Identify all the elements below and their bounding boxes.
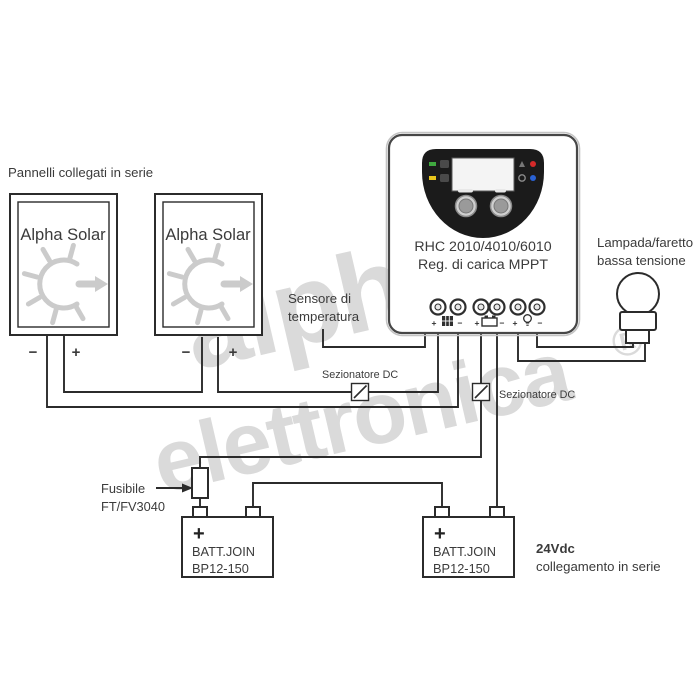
fuse-label-line2: FT/FV3040 — [101, 499, 165, 514]
wire-panel2-pos-to-controller — [217, 333, 439, 393]
panel1-label: Alpha Solar — [20, 226, 106, 244]
bank-voltage: 24Vdc — [536, 541, 575, 556]
controller-outer-edge — [385, 131, 581, 337]
load-minus-sign: − — [538, 318, 543, 328]
battery-2: + BATT.JOIN BP12-150 — [422, 506, 515, 578]
terminal-load-neg — [528, 298, 546, 316]
solar-panel-2: Alpha Solar − + — [154, 193, 263, 361]
load-status-icon — [519, 161, 525, 167]
bank-note: collegamento in serie — [536, 559, 661, 574]
solar-panel-1: Alpha Solar − + — [9, 193, 118, 361]
wire-temperature-sensor — [322, 329, 426, 348]
battery2-neg-terminal — [489, 506, 505, 518]
dc-disconnect-2-label: Sezionatore DC — [499, 389, 575, 401]
battery-plus-sign: + — [475, 318, 480, 328]
bulb-icon — [616, 272, 660, 344]
battery-icon — [481, 315, 498, 327]
pv-minus-sign: − — [458, 318, 463, 328]
panel2-minus-label: − — [182, 344, 191, 361]
sun-icon — [21, 242, 108, 326]
fuse-label-line1: Fusibile — [101, 481, 145, 496]
mode-status-icon — [518, 174, 526, 182]
lamp-label-line1: Lampada/faretto — [597, 235, 693, 250]
battery-minus-sign: − — [500, 318, 505, 328]
pv-plus-sign: + — [432, 318, 437, 328]
battery1-model: BP12-150 — [192, 561, 249, 576]
set-button-label — [495, 189, 506, 193]
terminal-load-pos — [509, 298, 527, 316]
battery2-plus-sign: + — [434, 523, 446, 545]
sun-icon — [166, 242, 253, 326]
panel1-minus-label: − — [29, 344, 38, 361]
controller-subtitle: Reg. di carica MPPT — [418, 257, 548, 273]
load-plus-sign: + — [513, 318, 518, 328]
red-led — [530, 161, 536, 167]
diagram-title: Pannelli collegati in serie — [8, 165, 153, 180]
terminal-battery-pos — [472, 298, 490, 316]
status-indicators — [429, 160, 536, 182]
fuse-pointer-arrowhead — [182, 483, 193, 493]
controller-terminals — [429, 298, 546, 316]
battery2-model: BP12-150 — [433, 561, 490, 576]
fuse-icon — [191, 467, 209, 499]
battery1-name: BATT.JOIN — [192, 544, 255, 559]
lamp-label-line2: bassa tensione — [597, 253, 686, 268]
dc-disconnect-1-label: Sezionatore DC — [322, 369, 398, 381]
dc-disconnect-1: Sezionatore DC — [322, 369, 398, 402]
panel2-label: Alpha Solar — [165, 226, 251, 244]
menu-button-cap — [458, 198, 474, 214]
menu-button-label — [458, 189, 473, 193]
green-led — [429, 162, 436, 166]
pv-status-icon — [440, 160, 449, 168]
dc-disconnect-2: Sezionatore DC — [471, 382, 575, 402]
bulb-icon — [523, 314, 532, 326]
battery1-plus-sign: + — [193, 523, 205, 545]
terminal-icons: + − + − + − — [432, 314, 543, 328]
wire-battery1-to-battery2-series — [252, 482, 443, 507]
lamp: Lampada/faretto bassa tensione — [597, 235, 693, 344]
controller-buttons — [454, 189, 513, 218]
controller-model: RHC 2010/4010/6010 — [414, 239, 551, 255]
battery-1: + BATT.JOIN BP12-150 — [181, 506, 274, 578]
blue-led — [530, 175, 536, 181]
bank-annotation: 24Vdc collegamento in serie — [536, 541, 661, 574]
battery2-body — [422, 516, 515, 578]
charge-controller: RHC 2010/4010/6010 Reg. di carica MPPT — [385, 131, 581, 337]
battery1-body — [181, 516, 274, 578]
temperature-sensor-label: Sensore di temperatura — [288, 291, 360, 324]
wire-panel1-pos-to-panel2-neg — [63, 335, 203, 393]
sensor-label-line2: temperatura — [288, 309, 360, 324]
set-button-cap — [493, 198, 509, 214]
solar-panel-icon — [442, 316, 453, 326]
lcd-display — [451, 157, 515, 192]
yellow-led — [429, 176, 436, 180]
fuse: Fusibile FT/FV3040 — [101, 467, 209, 514]
terminal-pv-pos — [429, 298, 447, 316]
battery1-neg-terminal — [245, 506, 261, 518]
panel2-plus-label: + — [229, 344, 238, 361]
wire-load-pos-to-lamp — [517, 333, 646, 362]
battery2-name: BATT.JOIN — [433, 544, 496, 559]
battery-status-icon — [440, 174, 449, 182]
dc-switch-blade — [474, 384, 489, 399]
dc-switch-blade — [353, 384, 368, 399]
battery1-pos-terminal — [192, 506, 208, 518]
wire-load-neg-to-lamp — [536, 333, 634, 348]
sensor-label-line1: Sensore di — [288, 291, 351, 306]
terminal-battery-neg — [488, 298, 506, 316]
panel1-plus-label: + — [72, 344, 81, 361]
terminal-pv-neg — [449, 298, 467, 316]
wire-panel1-neg-to-controller — [46, 333, 459, 408]
battery2-pos-terminal — [434, 506, 450, 518]
